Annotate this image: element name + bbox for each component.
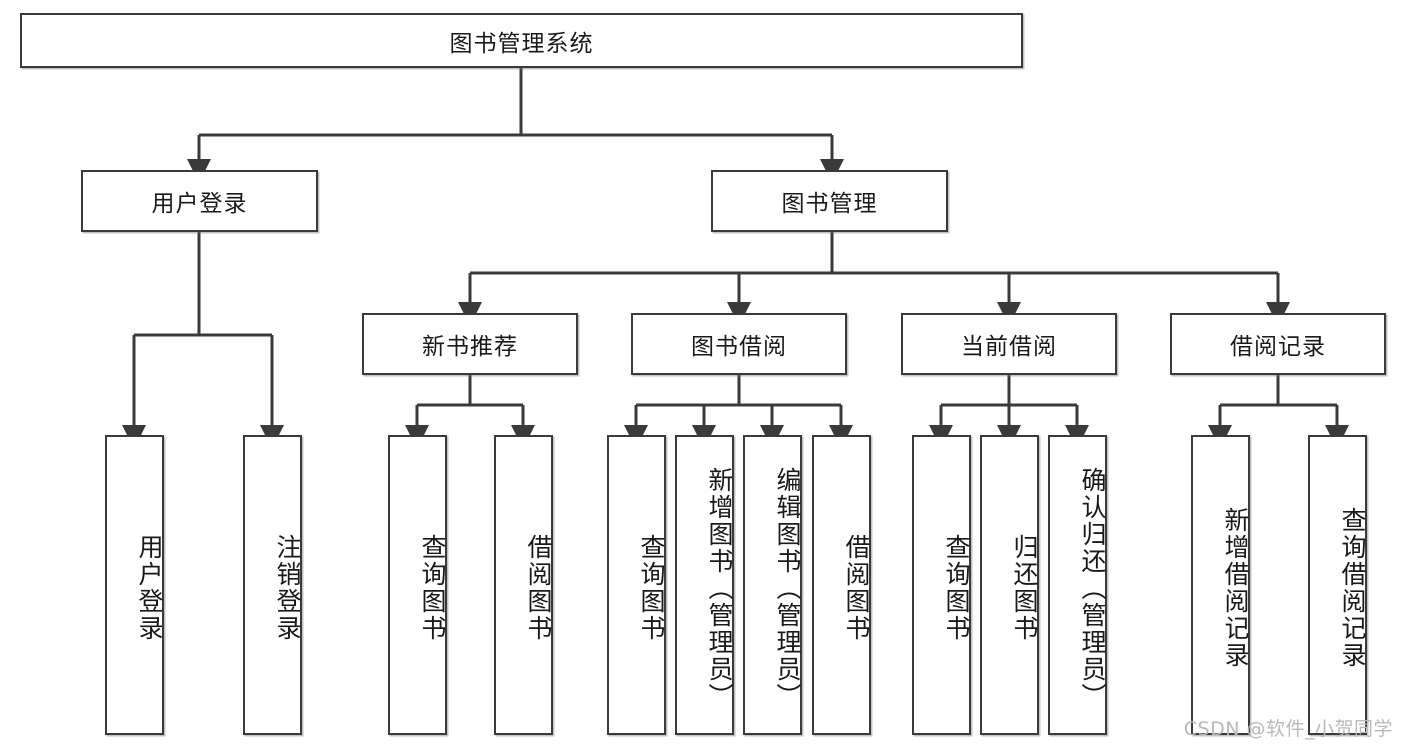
node-label: 新增图书（管理员） [705, 466, 734, 710]
node-label: 新书推荐 [422, 334, 518, 360]
node-label: 确认归还（管理员） [1078, 466, 1107, 710]
node-new-book-recommend[interactable]: 新书推荐 [362, 313, 578, 375]
node-borrow-record[interactable]: 借阅记录 [1170, 313, 1386, 375]
node-label: 编辑图书（管理员） [773, 466, 802, 710]
node-label: 当前借阅 [961, 334, 1057, 360]
leaf-new-book-borrow-book[interactable]: 借阅图书 [494, 435, 553, 735]
node-current-borrow[interactable]: 当前借阅 [901, 313, 1117, 375]
leaf-book-borrow-borrow-book[interactable]: 借阅图书 [812, 435, 871, 735]
node-label: 注销登录 [273, 534, 302, 642]
node-label: 图书借阅 [691, 334, 787, 360]
leaf-borrow-record-query-record[interactable]: 查询借阅记录 [1308, 435, 1367, 735]
node-label: 查询图书 [637, 534, 666, 642]
leaf-user-login-login[interactable]: 用户登录 [105, 435, 164, 735]
node-user-login[interactable]: 用户登录 [81, 170, 318, 232]
node-label: 新增借阅记录 [1221, 507, 1250, 669]
node-label: 借阅记录 [1230, 334, 1326, 360]
leaf-new-book-query-book[interactable]: 查询图书 [388, 435, 447, 735]
node-label: 借阅图书 [842, 534, 871, 642]
node-label: 用户登录 [151, 191, 248, 217]
node-root-book-management-system[interactable]: 图书管理系统 [20, 13, 1023, 68]
leaf-borrow-record-add-record[interactable]: 新增借阅记录 [1191, 435, 1250, 735]
node-label: 图书管理系统 [449, 30, 594, 57]
leaf-current-borrow-query-book[interactable]: 查询图书 [912, 435, 971, 735]
leaf-book-borrow-add-book-admin[interactable]: 新增图书（管理员） [675, 435, 734, 735]
watermark: CSDN @软件_小贺同学 [1183, 718, 1393, 740]
node-label: 图书管理 [781, 191, 878, 217]
leaf-current-borrow-return-book[interactable]: 归还图书 [980, 435, 1039, 735]
node-label: 查询借阅记录 [1338, 507, 1367, 669]
node-label: 借阅图书 [524, 534, 553, 642]
node-label: 用户登录 [135, 534, 164, 642]
node-label: 查询图书 [418, 534, 447, 642]
node-label: 归还图书 [1010, 534, 1039, 642]
node-label: 查询图书 [942, 534, 971, 642]
leaf-book-borrow-query-book[interactable]: 查询图书 [607, 435, 666, 735]
leaf-book-borrow-edit-book-admin[interactable]: 编辑图书（管理员） [743, 435, 802, 735]
leaf-current-borrow-confirm-return-admin[interactable]: 确认归还（管理员） [1048, 435, 1107, 735]
node-book-management[interactable]: 图书管理 [711, 170, 948, 232]
leaf-user-login-logout[interactable]: 注销登录 [243, 435, 302, 735]
node-book-borrow[interactable]: 图书借阅 [631, 313, 847, 375]
